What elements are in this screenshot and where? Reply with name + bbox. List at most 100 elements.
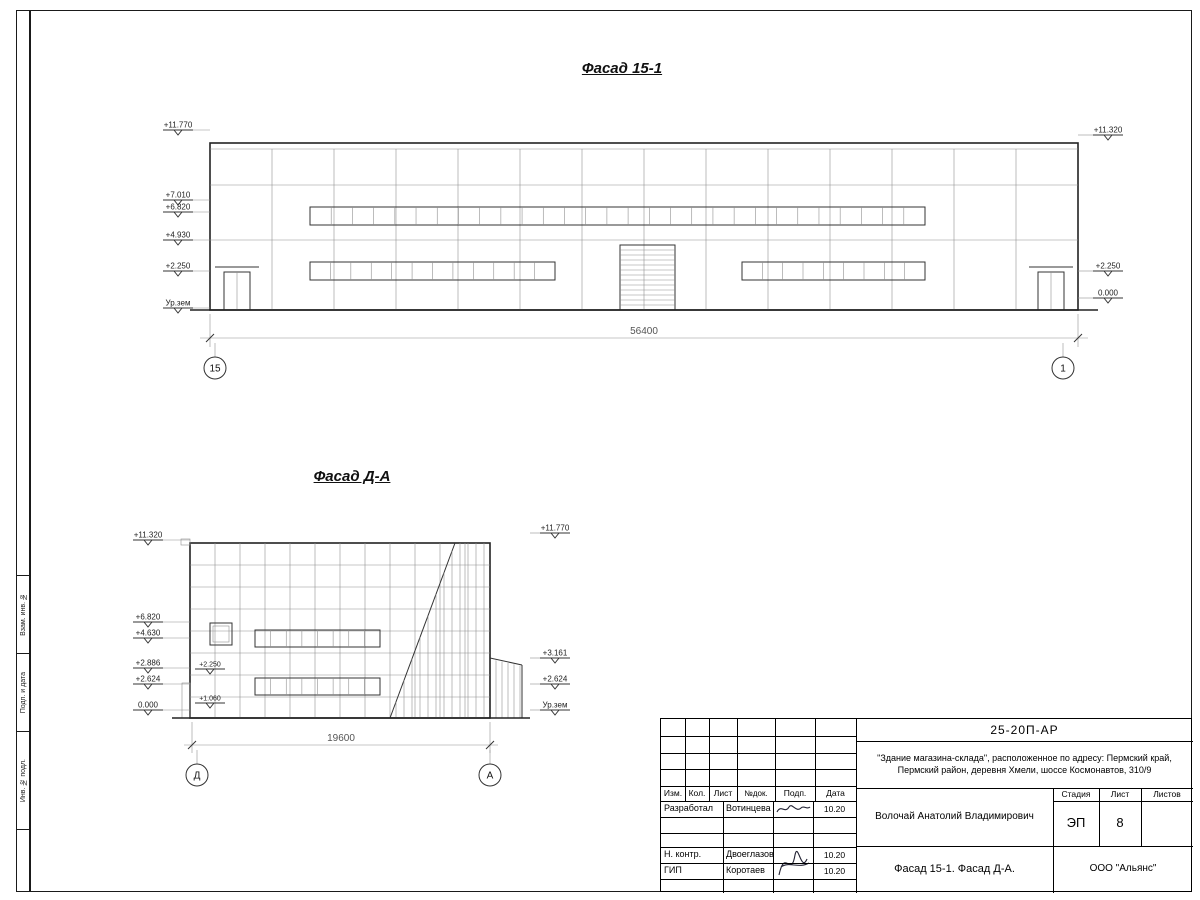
elevation-mark: +7.010 (163, 191, 193, 206)
doc-number: 25-20П-АР (990, 722, 1059, 737)
title-block: 25-20П-АР "Здание магазина-склада", расп… (660, 718, 1193, 893)
elevation-mark: Ур.зем (540, 701, 570, 716)
titleblock-grid-line (661, 753, 856, 754)
drawing-text: +3.161 (543, 649, 568, 658)
elevation-mark: +2.250 (1093, 262, 1123, 277)
dim-tick (187, 740, 197, 750)
drawing-text: Ур.зем (543, 701, 568, 710)
window-band (309, 261, 556, 281)
tb-stage-label: Стадия (1061, 789, 1091, 800)
titleblock-grid-line (661, 879, 856, 880)
drawing-text: +11.320 (1094, 126, 1123, 135)
elevation-mark: +2.886 (133, 659, 163, 674)
drawing-text: +2.624 (136, 675, 161, 684)
square-window-inner (212, 625, 230, 643)
window-band (741, 261, 926, 281)
glazing-diagonal (389, 542, 456, 719)
axis-circle (1051, 356, 1075, 380)
drawing-text: +2.624 (543, 675, 568, 684)
entrance-door (1029, 266, 1073, 311)
titleblock-grid-line (773, 801, 774, 893)
mark-arrow (550, 657, 560, 664)
axis-marker: А (478, 750, 502, 787)
window-band-frame (741, 261, 926, 281)
window-band (309, 206, 926, 226)
titleblock-grid-line (661, 801, 856, 802)
window-band (254, 677, 381, 696)
elevation-mark: +2.250 (195, 662, 225, 675)
stamp-field-podp-data: Подп. и дата (16, 653, 30, 731)
axis-circle (203, 356, 227, 380)
tb-date: 10.20 (823, 803, 846, 814)
mark-arrow (143, 621, 153, 628)
titleblock-grid-line (685, 719, 686, 801)
elevation-mark: +1.060 (195, 696, 225, 709)
drawing-text: +2.250 (166, 262, 191, 271)
elevation-mark: +11.770 (540, 524, 570, 539)
elevation-mark: +4.630 (133, 629, 163, 644)
drawing-text: 19600 (327, 733, 355, 744)
drawing-text: +2.250 (1096, 262, 1121, 271)
titleblock-grid-line (856, 788, 1193, 789)
mark-arrow (173, 239, 183, 246)
titleblock-grid-line (661, 769, 856, 770)
titleblock-grid-line (856, 741, 1193, 742)
mark-arrow (550, 532, 560, 539)
titleblock-grid-line (661, 736, 856, 737)
drawing-text: +4.930 (166, 231, 191, 240)
elevation-mark: 0.000 (133, 701, 163, 716)
mark-arrow (173, 211, 183, 218)
mark-arrow (143, 683, 153, 690)
elevation-mark: +6.820 (133, 613, 163, 628)
mark-arrow (143, 637, 153, 644)
tb-header-kol: Кол. (688, 788, 706, 799)
dim-tick (1073, 333, 1083, 343)
stamp-field-label: Инв. № подл. (19, 758, 27, 803)
mark-arrow (1103, 270, 1113, 277)
tb-sheet-label: Лист (1110, 789, 1130, 800)
titleblock-grid-line (709, 719, 710, 801)
drawing-text: 56400 (630, 326, 658, 337)
titleblock-grid-line (1053, 788, 1054, 893)
annex-roof (489, 657, 523, 666)
mark-arrow (550, 683, 560, 690)
titleblock-grid-line (661, 833, 856, 834)
stamp-field-vzam-inv: Взам. инв. № (16, 575, 30, 653)
titleblock-grid-line (661, 786, 856, 787)
frame-binding-margin (16, 10, 30, 892)
tb-approver: Волочай Анатолий Владимирович (875, 810, 1034, 822)
dimension-line: 56400 (200, 314, 1088, 347)
titleblock-grid-line (661, 863, 856, 864)
dim-tick (205, 333, 215, 343)
tb-role-nkontr: Н. контр. (664, 849, 702, 860)
axis-marker: Д (185, 750, 209, 787)
mark-arrow (143, 667, 153, 674)
drawing-text: +6.820 (166, 203, 191, 212)
mark-arrow (173, 270, 183, 277)
elevation-mark: +11.320 (133, 531, 163, 546)
dim-tick (485, 740, 495, 750)
mark-arrow (173, 129, 183, 136)
titleblock-grid-line (1053, 801, 1193, 802)
mark-arrow (143, 539, 153, 546)
drawing-text: Д (194, 771, 201, 782)
titleblock-grid-line (813, 801, 814, 893)
elevation-mark: +4.930 (163, 231, 193, 246)
tb-sheet-value: 8 (1116, 815, 1124, 831)
mark-arrow (550, 709, 560, 716)
drawing-text: +4.630 (136, 629, 161, 638)
axis-circle (185, 763, 209, 787)
titleblock-grid-line (856, 846, 1193, 847)
titleblock-grid-line (1099, 788, 1100, 846)
mark-arrow (205, 702, 215, 709)
parapet-step (180, 538, 191, 546)
tb-role-gip: ГИП (664, 865, 682, 876)
tb-header-izm: Изм. (663, 788, 683, 799)
drawing-text: +7.010 (166, 191, 191, 200)
window-band-frame (309, 206, 926, 226)
tb-date: 10.20 (823, 865, 846, 876)
elevation-mark: Ур.зем (163, 299, 193, 314)
tb-stage-value: ЭП (1066, 815, 1086, 831)
stamp-field-inv-podl: Инв. № подл. (16, 731, 30, 830)
axis-circle (478, 763, 502, 787)
